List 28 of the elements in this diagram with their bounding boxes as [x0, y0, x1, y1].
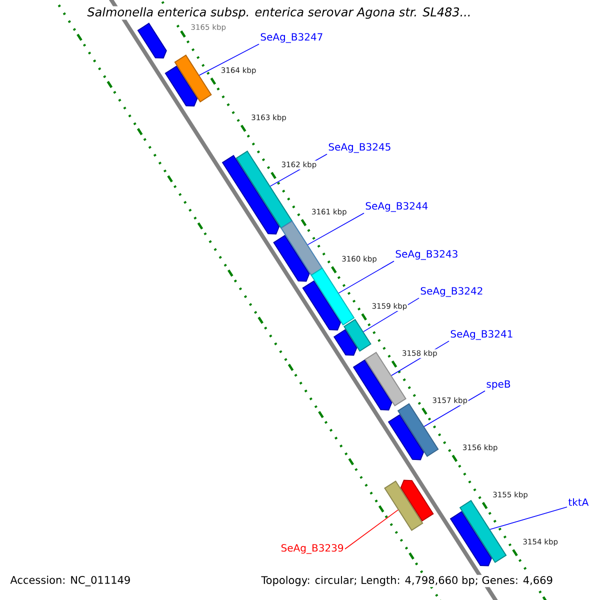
- leader-line: [307, 212, 364, 246]
- gene-label: tktA: [568, 498, 589, 506]
- gene-label: SeAg_B3245: [328, 143, 390, 153]
- gene-label: SeAg_B3243: [396, 250, 458, 260]
- gene-block: [400, 480, 434, 522]
- leader-line: [198, 44, 260, 76]
- leader-line: [424, 390, 486, 427]
- leader-line: [344, 510, 398, 550]
- leader-line: [490, 506, 568, 530]
- gene-bar: [174, 54, 212, 102]
- gene-block: [450, 511, 492, 566]
- footer-text: Accession: NC_011149: [9, 574, 132, 588]
- gene-label: SeAg_B3239: [281, 544, 344, 554]
- footer-text: Topology: circular; Length: 4,798,660 bp; Genes: 4,669: [260, 574, 554, 588]
- gene-bar: [280, 220, 323, 276]
- title: Salmonella enterica subsp. enterica serovar Agona str. SL483...: [86, 6, 472, 20]
- leader-line: [338, 260, 394, 294]
- gene-label: SeAg_B3242: [420, 287, 482, 297]
- gene-bar: [397, 403, 439, 457]
- gene-block: [388, 414, 424, 460]
- gene-label: speB: [486, 380, 510, 390]
- gene-bar: [384, 480, 424, 531]
- gene-label: SeAg_B3241: [450, 330, 512, 340]
- gene-block: [164, 66, 198, 107]
- gene-block: [137, 22, 167, 59]
- gene-label: SeAg_B3247: [260, 33, 322, 43]
- gene-label: SeAg_B3244: [366, 202, 428, 212]
- gene-block: [333, 329, 358, 356]
